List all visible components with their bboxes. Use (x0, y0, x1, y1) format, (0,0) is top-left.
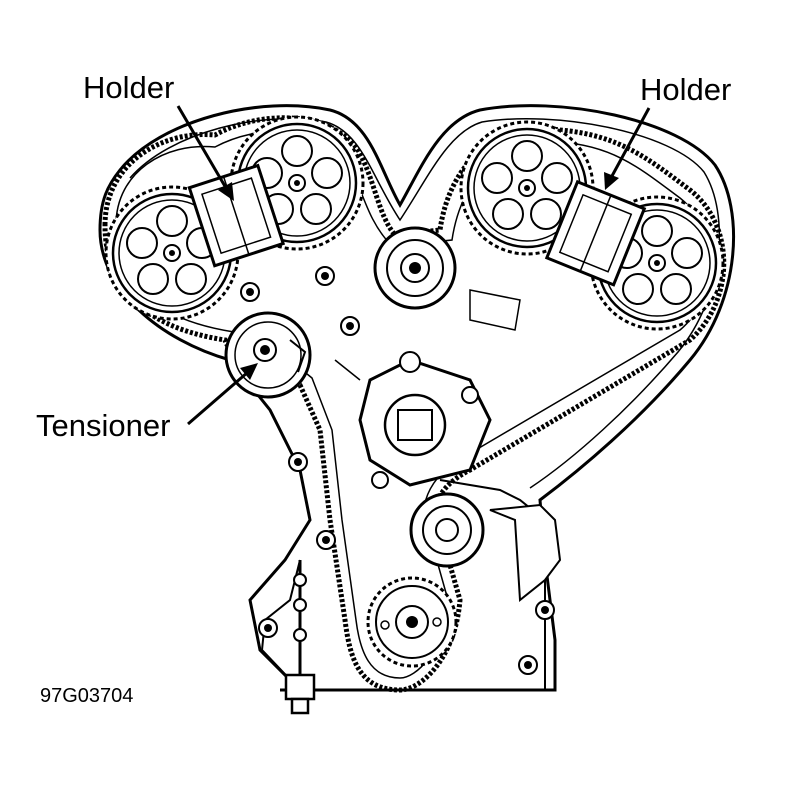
tensioner-leader (187, 363, 258, 426)
engine-cover-inner (129, 117, 721, 489)
bolt (316, 530, 336, 550)
bolt (258, 618, 278, 638)
cover-panel (469, 289, 521, 331)
bolt (315, 266, 335, 286)
right-holder-tool (544, 179, 647, 287)
sensor-bracket (489, 503, 562, 602)
bolt (288, 452, 308, 472)
bolt (535, 600, 555, 620)
tensioner-label: Tensioner (36, 408, 171, 443)
crankshaft-sprocket (366, 576, 458, 668)
bolt (240, 282, 260, 302)
tensioner-pulley (224, 311, 312, 399)
holder-left-leader (176, 105, 234, 201)
lower-idler-pulley (409, 492, 485, 568)
holder-left-label: Holder (83, 70, 175, 105)
water-pump (358, 351, 492, 489)
bolt (518, 655, 538, 675)
holder-right-label: Holder (640, 72, 732, 107)
idler-pulley (373, 226, 457, 310)
holder-right-leader (604, 107, 651, 190)
timing-belt (102, 115, 727, 693)
figure-code-label: 97G03704 (40, 685, 134, 707)
cover-rib (334, 359, 361, 381)
bolt (340, 316, 360, 336)
oil-dipstick-tube (284, 560, 316, 715)
